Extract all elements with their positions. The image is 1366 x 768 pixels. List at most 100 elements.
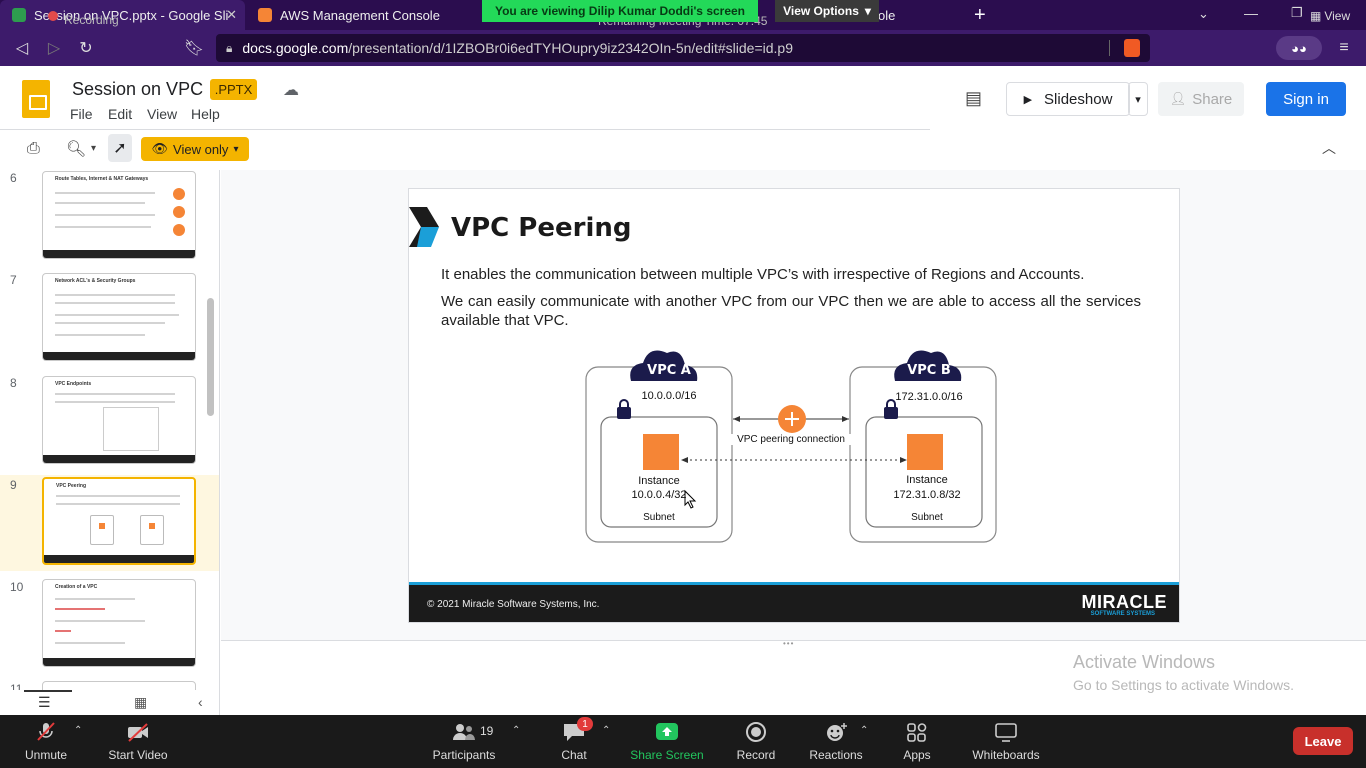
chevron-up-icon[interactable]: ⌃ bbox=[512, 725, 521, 736]
slide-number: 11 bbox=[10, 682, 23, 690]
comments-icon[interactable]: ▤ bbox=[965, 88, 983, 108]
print-icon[interactable]: ⎙ bbox=[27, 140, 40, 157]
tab-aws-console[interactable]: AWS Management Console bbox=[246, 0, 476, 30]
participants-count: 19 bbox=[480, 724, 494, 738]
tab-label: AWS Management Console bbox=[280, 7, 440, 23]
menu-view[interactable]: View bbox=[147, 106, 178, 122]
slide-number: 6 bbox=[10, 171, 17, 185]
whiteboards-label: Whiteboards bbox=[972, 748, 1040, 762]
chevron-up-icon[interactable]: ⌃ bbox=[602, 725, 611, 736]
record-label: Record bbox=[736, 748, 776, 762]
tab-third[interactable]: ole bbox=[878, 0, 918, 30]
collapse-menus-icon[interactable]: ︿ bbox=[1322, 140, 1336, 156]
forward-icon[interactable]: ▷ bbox=[47, 40, 61, 57]
grid-view-icon[interactable]: ▦ bbox=[134, 694, 148, 710]
recording-label: Recording bbox=[64, 13, 119, 27]
cloud-status-icon[interactable]: ☁ bbox=[283, 82, 299, 99]
share-button[interactable]: 👤︎ Share bbox=[1158, 82, 1244, 116]
miracle-logo-sub: SOFTWARE SYSTEMS bbox=[1090, 611, 1155, 617]
slides-logo-icon[interactable] bbox=[22, 80, 50, 118]
menu-edit[interactable]: Edit bbox=[108, 106, 133, 122]
docs-header: Session on VPC .PPTX ☁ File Edit View He… bbox=[0, 66, 1366, 130]
chevron-down-icon[interactable]: ⌄ bbox=[1198, 6, 1209, 21]
filmstrip-scrollbar[interactable] bbox=[207, 298, 214, 416]
activate-subtitle: Go to Settings to activate Windows. bbox=[1073, 677, 1294, 693]
new-tab-icon[interactable]: + bbox=[974, 4, 986, 26]
instance-b-icon bbox=[907, 434, 943, 470]
tab-label: ole bbox=[878, 7, 896, 23]
menu-icon[interactable]: ≡ bbox=[1339, 39, 1349, 56]
start-video-button[interactable]: Start Video bbox=[104, 715, 172, 768]
resize-handle[interactable]: ••• bbox=[783, 639, 795, 648]
back-icon[interactable]: ◁ bbox=[15, 40, 29, 57]
slide-thumbnail[interactable]: Route Tables, Internet & NAT Gateways bbox=[42, 171, 196, 259]
instance-b-ip: 172.31.0.8/32 bbox=[893, 489, 961, 501]
docs-toolbar: ⎙ 🔍︎ ▾ ➚ 👁︎ View only ▾ ︿ bbox=[0, 129, 1366, 168]
address-bar[interactable]: 🔒︎ docs.google.com /presentation/d/1IZBO… bbox=[216, 34, 1150, 62]
slide-thumbnail[interactable] bbox=[42, 681, 196, 690]
vpc-a-label: VPC A bbox=[647, 363, 691, 378]
profile-icon[interactable]: ◕◕ bbox=[1276, 36, 1322, 60]
slide-thumbnail[interactable]: Creation of a VPC bbox=[42, 579, 196, 667]
zoom-view-button[interactable]: ▦ View bbox=[1310, 9, 1350, 23]
thumb-title: Route Tables, Internet & NAT Gateways bbox=[55, 176, 149, 182]
tab-label: Session on VPC.pptx - Google Sli bbox=[34, 7, 229, 23]
slide-thumbnail[interactable]: Network ACL's & Security Groups bbox=[42, 273, 196, 361]
browser-toolbar: ◁ ▷ ↻ 🔖︎ 🔒︎ docs.google.com /presentatio… bbox=[0, 30, 1366, 66]
windows-activation-watermark: Activate Windows Go to Settings to activ… bbox=[1073, 652, 1294, 693]
share-screen-button[interactable]: Share Screen bbox=[630, 715, 704, 768]
record-button[interactable]: Record bbox=[734, 715, 778, 768]
apps-button[interactable]: Apps bbox=[900, 715, 934, 768]
chevron-up-icon[interactable]: ⌃ bbox=[860, 725, 869, 736]
whiteboards-button[interactable]: Whiteboards bbox=[968, 715, 1044, 768]
url-host: docs.google.com bbox=[242, 40, 349, 56]
tab-google-slides[interactable]: Session on VPC.pptx - Google Sli ✕ bbox=[0, 0, 245, 30]
person-icon: 👤︎ bbox=[1169, 91, 1187, 106]
chevron-up-icon[interactable]: ⌃ bbox=[74, 725, 83, 736]
close-tab-icon[interactable]: ✕ bbox=[226, 7, 237, 22]
slide-number: 7 bbox=[10, 273, 17, 287]
zoom-icon[interactable]: 🔍︎ bbox=[66, 141, 87, 158]
share-screen-icon bbox=[656, 723, 678, 740]
reactions-label: Reactions bbox=[809, 748, 863, 762]
participants-button[interactable]: Participants bbox=[428, 715, 500, 768]
slide-thumbnail[interactable]: VPC Endpoints bbox=[42, 376, 196, 464]
menu-file[interactable]: File bbox=[70, 106, 93, 122]
thumb-title: VPC Peering bbox=[56, 483, 87, 489]
slide-title: VPC Peering bbox=[451, 213, 632, 243]
bookmark-icon[interactable]: 🔖︎ bbox=[183, 40, 205, 57]
slide-thumbnail-selected[interactable]: VPC Peering bbox=[42, 477, 196, 565]
leave-button[interactable]: Leave bbox=[1293, 727, 1353, 755]
restore-icon[interactable]: ❐ bbox=[1291, 5, 1303, 20]
filmstrip-view-icon[interactable]: ☰ bbox=[38, 694, 51, 710]
apps-icon bbox=[907, 723, 927, 742]
view-options-button[interactable]: View Options ▾ bbox=[775, 0, 879, 22]
chat-badge: 1 bbox=[577, 717, 593, 731]
slide-number: 9 bbox=[10, 478, 17, 492]
brave-lion-icon[interactable] bbox=[1124, 39, 1140, 57]
slide-number: 10 bbox=[10, 580, 24, 594]
mouse-cursor-icon bbox=[684, 489, 697, 509]
reload-icon[interactable]: ↻ bbox=[79, 40, 93, 57]
subnet-b-box bbox=[865, 416, 983, 528]
slide-number: 8 bbox=[10, 376, 17, 390]
zoom-meeting-controls: Unmute ⌃ Start Video Participants 19 ⌃ C… bbox=[0, 715, 1366, 768]
url-path: /presentation/d/1IZBOBr0i6edTYHOupry9iz2… bbox=[348, 40, 793, 56]
menu-help[interactable]: Help bbox=[191, 106, 220, 122]
unmute-button[interactable]: Unmute bbox=[20, 715, 72, 768]
speaker-notes-area: ••• bbox=[221, 639, 1366, 715]
lock-icon bbox=[617, 407, 631, 419]
hide-filmstrip-icon[interactable]: ‹ bbox=[198, 694, 203, 710]
present-icon: ▶︎ bbox=[1023, 93, 1033, 106]
select-cursor-icon[interactable]: ➚ bbox=[108, 134, 132, 162]
activate-title: Activate Windows bbox=[1073, 652, 1216, 672]
reactions-button[interactable]: Reactions bbox=[806, 715, 866, 768]
slideshow-dropdown[interactable]: ▾ bbox=[1128, 82, 1148, 116]
chevron-down-icon[interactable]: ▾ bbox=[91, 143, 97, 154]
subnet-a-label: Subnet bbox=[643, 512, 675, 523]
document-title[interactable]: Session on VPC bbox=[72, 79, 204, 99]
view-only-button[interactable]: 👁︎ View only ▾ bbox=[141, 137, 249, 161]
minimize-icon[interactable]: — bbox=[1244, 5, 1258, 21]
sign-in-button[interactable]: Sign in bbox=[1266, 82, 1346, 116]
slideshow-button[interactable]: ▶︎ Slideshow bbox=[1006, 82, 1130, 116]
